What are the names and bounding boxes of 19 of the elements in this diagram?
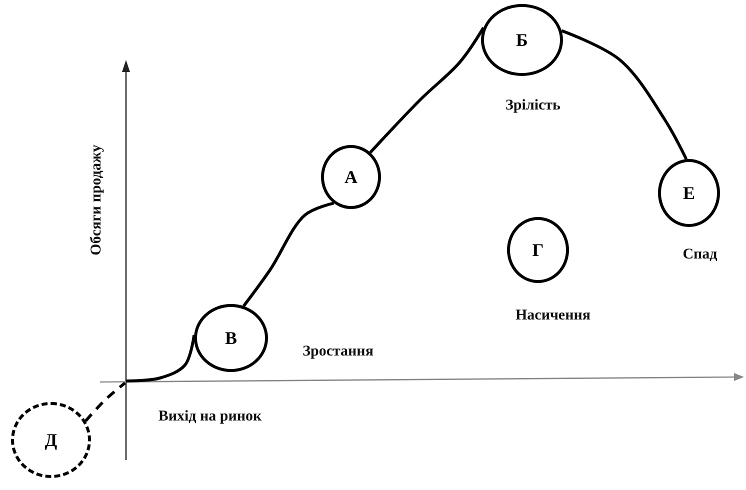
axis-label: Обсяги продажу [88,144,106,256]
stage-letter: Б [516,30,528,50]
stage-letter: Е [682,182,695,204]
dashed-curve [84,382,126,422]
stage-name: Насичення [516,308,590,324]
curve-line [561,29,688,160]
curve-line [126,334,196,382]
stage-name: Зрілість [506,98,560,114]
stage-circle [11,402,91,478]
stage-letter: В [224,328,237,348]
curve-line [369,26,485,154]
stage-letter: Д [44,430,58,450]
curve-line [242,202,334,307]
stage-name: Вихід на ринок [158,408,262,426]
stage-name: Спад [682,246,718,264]
stage-circle [321,145,381,209]
stage-letter: Г [532,240,544,260]
stage-letter: А [344,166,358,188]
stage-name: Зростання [302,344,374,360]
